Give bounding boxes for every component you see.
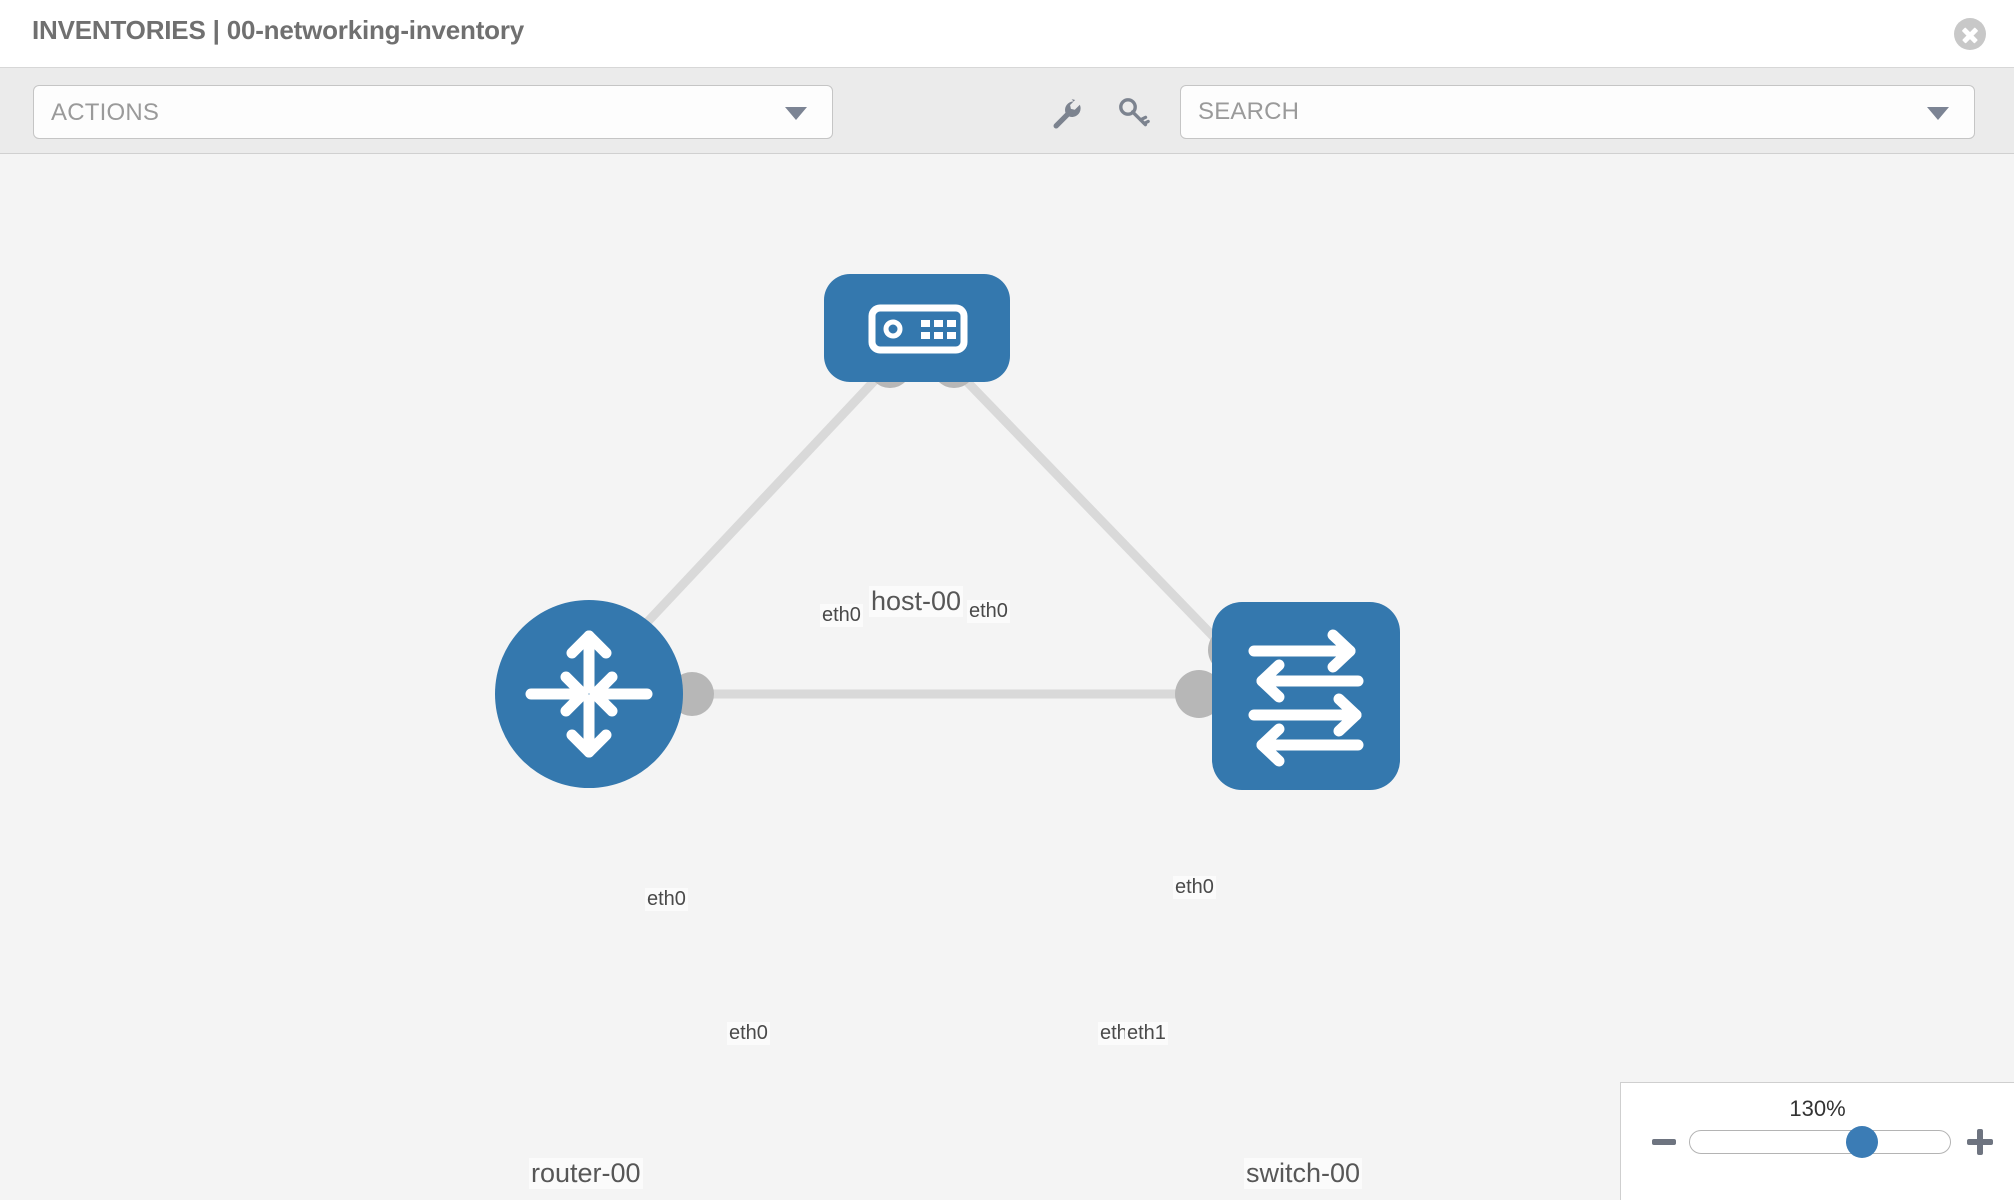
chevron-down-icon[interactable] xyxy=(1927,107,1949,120)
edge-label-host-eth-right: eth0 xyxy=(967,600,1010,623)
plus-icon-bar-v xyxy=(1977,1129,1983,1155)
node-label-switch-00: switch-00 xyxy=(1244,1158,1363,1190)
router-arrows-icon xyxy=(525,630,653,758)
minus-icon-bar xyxy=(1652,1139,1676,1145)
node-label-host-00: host-00 xyxy=(869,586,964,618)
page-title: INVENTORIES | 00-networking-inventory xyxy=(32,15,525,45)
server-icon xyxy=(868,304,968,354)
actions-dropdown[interactable]: ACTIONS xyxy=(33,85,833,139)
edge-label-switch-horiz-eth-a: eth xyxy=(1098,1022,1130,1045)
edge-label-router-horiz-eth: eth0 xyxy=(727,1022,770,1045)
switch-arrows-icon xyxy=(1248,629,1364,767)
edge-label-switch-horiz-eth-b: eth1 xyxy=(1125,1022,1168,1045)
node-router-00 xyxy=(495,600,683,788)
port-switch-left xyxy=(1175,670,1223,718)
ports-layer xyxy=(670,344,1256,718)
topology-graph xyxy=(495,274,1400,790)
wrench-icon[interactable] xyxy=(1048,95,1084,131)
toolbar: ACTIONS xyxy=(0,68,2014,154)
edge-label-router-diag-eth: eth0 xyxy=(645,888,688,911)
plus-icon[interactable] xyxy=(1966,1127,1996,1157)
wrench-icon-svg xyxy=(1053,99,1081,129)
edge-host-switch xyxy=(944,358,1242,666)
minus-icon[interactable] xyxy=(1651,1127,1681,1157)
zoom-control[interactable]: 130% xyxy=(1620,1082,2014,1200)
key-icon-svg xyxy=(1119,98,1150,127)
node-host-00 xyxy=(824,274,1010,382)
close-icon[interactable] xyxy=(1954,18,1986,50)
zoom-percent-label: 130% xyxy=(1789,1096,1846,1121)
zoom-slider-thumb[interactable] xyxy=(1846,1126,1878,1158)
chevron-down-icon xyxy=(785,107,807,120)
node-label-router-00: router-00 xyxy=(529,1158,643,1190)
search-field[interactable] xyxy=(1180,85,1975,139)
edges-layer xyxy=(602,358,1245,699)
edge-label-switch-diag-eth: eth0 xyxy=(1173,876,1216,899)
key-icon[interactable] xyxy=(1115,95,1151,131)
page-header: INVENTORIES | 00-networking-inventory xyxy=(0,0,2014,68)
topology-canvas[interactable]: host-00 router-00 switch-00 eth0 eth0 et… xyxy=(0,154,2014,1200)
edge-host-router xyxy=(602,358,896,670)
search-input[interactable] xyxy=(1181,86,1974,138)
actions-dropdown-label: ACTIONS xyxy=(51,99,160,126)
node-switch-00 xyxy=(1212,602,1400,790)
edge-label-host-eth-left: eth0 xyxy=(820,604,863,627)
zoom-slider-track[interactable] xyxy=(1689,1130,1951,1154)
